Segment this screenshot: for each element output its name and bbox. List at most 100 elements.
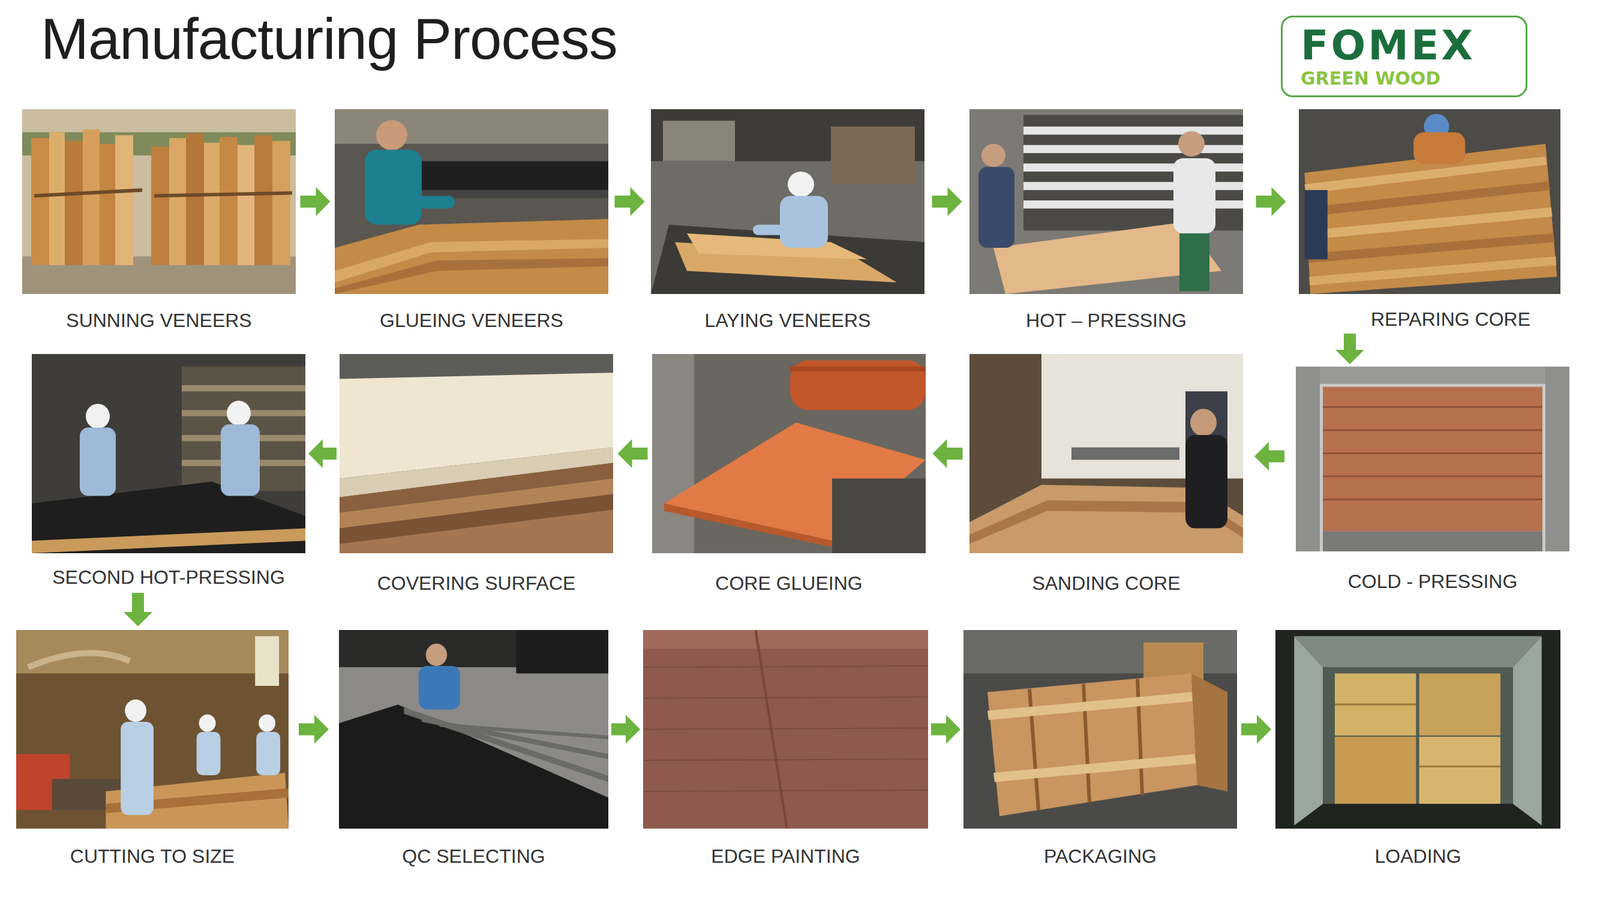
photo-frame xyxy=(334,109,609,294)
photo-detail xyxy=(1304,190,1328,260)
photo-detail xyxy=(334,109,609,294)
photo-detail xyxy=(643,727,929,729)
photo-detail xyxy=(339,353,614,554)
photo-detail xyxy=(82,129,100,266)
photo-detail xyxy=(1023,126,1244,135)
logo-tagline: GREEN WOOD xyxy=(1300,67,1441,90)
photo-detail xyxy=(1185,434,1228,529)
flow-arrow xyxy=(308,439,337,468)
photo-detail xyxy=(664,503,833,548)
photo-detail xyxy=(755,629,788,829)
process-step: GLUEING VENEERS xyxy=(334,109,609,333)
step-caption: COLD - PRESSING xyxy=(1295,569,1570,594)
photo-detail xyxy=(832,478,926,554)
photo-detail xyxy=(99,143,116,266)
photo-detail xyxy=(1190,408,1217,437)
photo-detail xyxy=(181,385,306,392)
photo xyxy=(334,109,609,294)
photo-detail xyxy=(1275,629,1561,829)
photo xyxy=(963,629,1238,829)
photo-detail xyxy=(1419,736,1501,804)
photo-detail xyxy=(643,629,929,829)
photo-detail xyxy=(643,758,929,761)
photo-detail xyxy=(418,665,461,710)
photo-detail xyxy=(16,629,289,674)
photo-frame xyxy=(969,109,1244,294)
photo-detail xyxy=(987,691,1193,720)
photo-detail xyxy=(196,731,221,776)
photo-detail xyxy=(334,257,609,294)
photo-detail xyxy=(272,140,291,266)
flow-arrow xyxy=(123,592,153,627)
flow-arrow xyxy=(1254,442,1285,471)
photo-frame xyxy=(16,629,289,829)
photo xyxy=(1275,629,1561,829)
step-caption: HOT – PRESSING xyxy=(969,308,1244,333)
photo xyxy=(31,353,306,554)
photo-detail xyxy=(1322,475,1543,477)
photo-detail xyxy=(49,132,65,266)
photo xyxy=(650,109,925,294)
photo xyxy=(652,353,926,554)
flow-arrow xyxy=(1335,333,1365,365)
photo-detail xyxy=(151,146,170,266)
flow-arrow xyxy=(614,187,645,216)
photo-detail xyxy=(1322,428,1543,431)
process-step: HOT – PRESSING xyxy=(969,109,1244,333)
photo-detail xyxy=(1023,145,1244,153)
photo xyxy=(643,629,929,829)
step-caption: PACKAGING xyxy=(963,844,1238,869)
photo-detail xyxy=(993,754,1196,783)
process-step: QC SELECTING xyxy=(338,629,609,869)
photo-detail xyxy=(830,126,915,185)
photo-detail xyxy=(1334,673,1416,735)
photo-detail xyxy=(1334,736,1416,804)
photo-detail xyxy=(1295,366,1570,552)
photo-detail xyxy=(406,195,455,209)
flow-arrow xyxy=(931,715,961,744)
photo-detail xyxy=(1322,452,1543,455)
photo-detail xyxy=(1173,158,1216,234)
photo-detail xyxy=(1334,703,1416,706)
photo-detail xyxy=(1304,143,1558,294)
photo-detail xyxy=(1306,207,1553,240)
process-step: EDGE PAINTING xyxy=(643,629,929,869)
photo-detail xyxy=(154,193,293,197)
photo-detail xyxy=(203,142,220,266)
process-step: COVERING SURFACE xyxy=(339,353,614,596)
photo-detail xyxy=(686,233,867,260)
step-caption: REPARING CORE xyxy=(1298,307,1561,332)
photo-detail xyxy=(124,699,147,722)
photo-detail xyxy=(515,629,609,674)
process-step: REPARING CORE xyxy=(1298,109,1561,332)
photo xyxy=(1295,366,1570,552)
photo-detail xyxy=(256,731,281,776)
photo-detail xyxy=(31,528,306,554)
photo-frame xyxy=(31,353,306,554)
flow-arrow xyxy=(300,187,331,216)
step-caption: QC SELECTING xyxy=(338,844,609,869)
photo-detail xyxy=(169,137,186,266)
photo-detail xyxy=(1322,498,1543,501)
photo-detail xyxy=(1137,679,1143,795)
photo-detail xyxy=(254,635,279,686)
photo-detail xyxy=(421,716,609,759)
photo-detail xyxy=(643,697,929,699)
photo-frame xyxy=(1295,366,1570,552)
photo-detail xyxy=(338,629,609,829)
photo-detail xyxy=(199,714,216,732)
photo-detail xyxy=(439,722,609,740)
photo-detail xyxy=(1295,366,1320,552)
photo-detail xyxy=(650,109,925,294)
step-caption: SECOND HOT-PRESSING xyxy=(31,565,306,590)
flow-arrow xyxy=(1256,187,1287,216)
photo-detail xyxy=(364,149,422,225)
photo-detail xyxy=(969,353,1244,554)
step-caption: GLUEING VENEERS xyxy=(334,308,609,333)
photo-frame xyxy=(1298,109,1561,294)
photo-detail xyxy=(1307,233,1555,263)
photo-detail xyxy=(1294,635,1323,825)
process-step: LOADING xyxy=(1275,629,1561,869)
photo-detail xyxy=(643,629,929,649)
